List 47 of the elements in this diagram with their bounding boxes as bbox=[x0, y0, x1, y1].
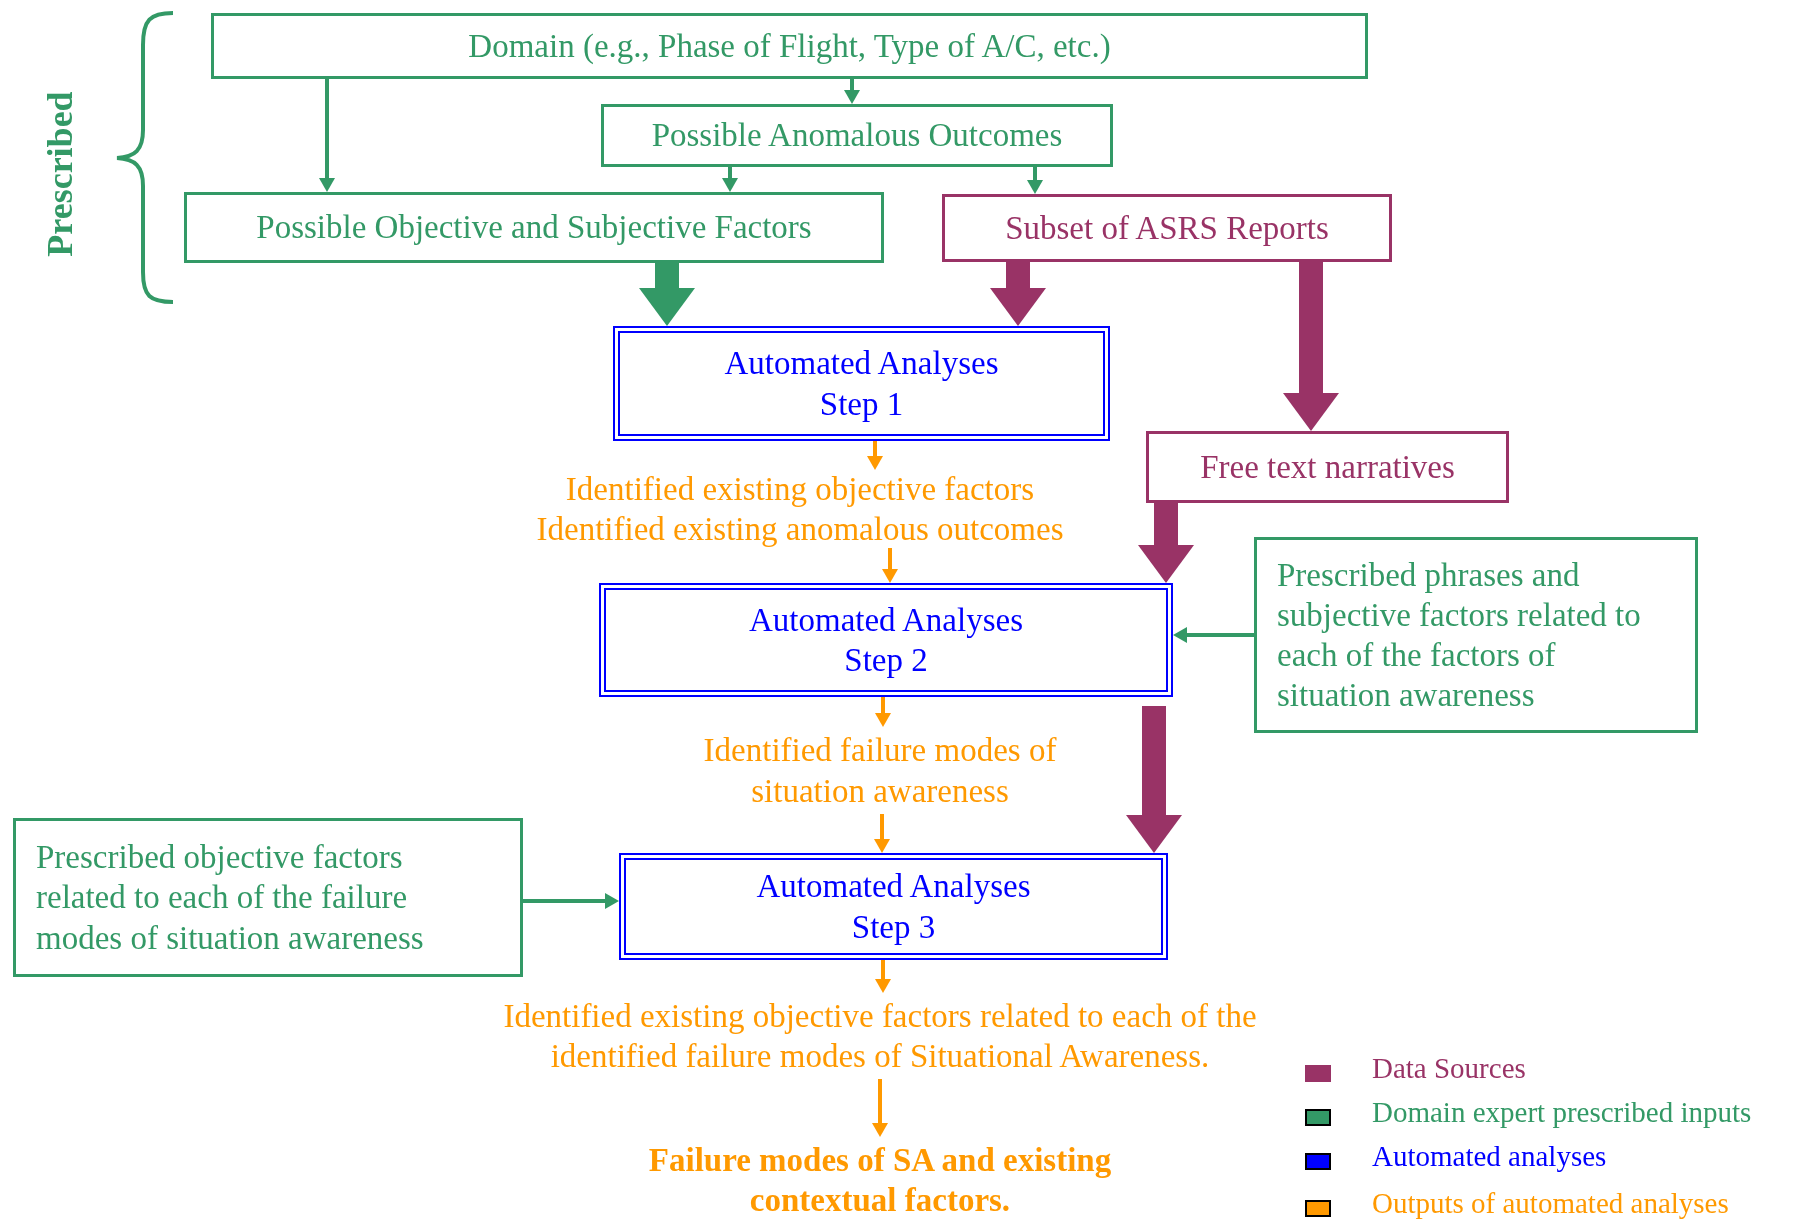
process-box bbox=[184, 192, 884, 263]
node-text: Automated Analyses Step 1 bbox=[723, 344, 1000, 424]
process-box bbox=[1146, 431, 1509, 503]
node-text: Free text narratives bbox=[1200, 447, 1455, 487]
node-text: Automated Analyses Step 2 bbox=[747, 600, 1024, 680]
arrow bbox=[319, 79, 335, 192]
analysis-box bbox=[619, 853, 1168, 960]
node-text: Prescribed phrases and subjective factors related to each of the factors of situation awareness bbox=[1277, 555, 1642, 716]
arrow bbox=[874, 814, 890, 853]
thick-arrow bbox=[990, 262, 1046, 326]
arrow bbox=[875, 960, 891, 993]
arrow bbox=[523, 893, 619, 909]
arrow bbox=[872, 1079, 888, 1137]
analysis-box bbox=[599, 583, 1173, 697]
input-box bbox=[1254, 537, 1698, 733]
node-text: Domain (e.g., Phase of Flight, Type of A/C, etc.) bbox=[468, 26, 1111, 66]
node-text: Possible Objective and Subjective Factors bbox=[256, 208, 812, 248]
process-box bbox=[942, 194, 1392, 262]
thick-arrow bbox=[1126, 706, 1182, 853]
output-text: Identified existing objective factors bbox=[565, 469, 1035, 509]
process-box bbox=[601, 104, 1113, 167]
output-text: Identified failure modes of situation awareness bbox=[702, 731, 1058, 811]
legend-label: Outputs of automated analyses bbox=[1372, 1187, 1729, 1220]
node-text: Prescribed objective factors related to each of the failure modes of situation awareness bbox=[36, 838, 425, 958]
node-text: Possible Anomalous Outcomes bbox=[651, 116, 1063, 156]
node-text: Automated Analyses Step 3 bbox=[755, 867, 1032, 947]
result-text: Failure modes of SA and existing contextual factors. bbox=[647, 1140, 1113, 1220]
arrow bbox=[722, 167, 738, 192]
arrow bbox=[1027, 167, 1043, 194]
analysis-box bbox=[613, 326, 1110, 441]
arrow bbox=[1173, 627, 1254, 643]
thick-arrow bbox=[639, 263, 695, 326]
arrow bbox=[875, 697, 891, 727]
output-text: Identified existing objective factors related to each of the identified failure modes of Situational Awareness. bbox=[502, 996, 1258, 1076]
arrow bbox=[882, 548, 898, 583]
legend-label: Domain expert prescribed inputs bbox=[1372, 1096, 1752, 1129]
input-box bbox=[13, 818, 523, 977]
node-text: Subset of ASRS Reports bbox=[1005, 208, 1329, 248]
side-label: Prescribed bbox=[39, 90, 81, 259]
output-text: Identified existing anomalous outcomes bbox=[536, 510, 1064, 549]
legend-label: Automated analyses bbox=[1372, 1140, 1607, 1173]
arrow bbox=[867, 441, 883, 470]
thick-arrow bbox=[1138, 503, 1194, 583]
legend-label: Data Sources bbox=[1372, 1052, 1526, 1085]
process-box bbox=[211, 13, 1368, 79]
arrow bbox=[844, 79, 860, 104]
thick-arrow bbox=[1283, 262, 1339, 431]
